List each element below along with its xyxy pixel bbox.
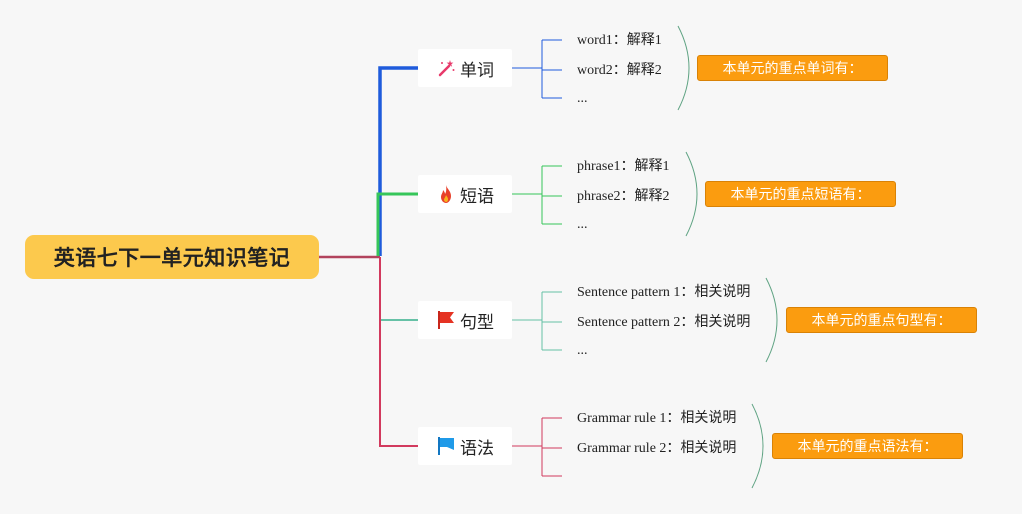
connector-phrases — [376, 192, 418, 256]
branch-phrases-label: 短语 — [460, 186, 494, 207]
magic-wand-icon — [436, 58, 456, 78]
red-flag-icon — [436, 310, 456, 330]
branch-phrases[interactable]: 短语 — [418, 175, 512, 213]
leaf-grammar-2[interactable]: Grammar rule 2：相关说明 — [577, 441, 737, 456]
summary-words[interactable]: 本单元的重点单词有： — [697, 55, 888, 81]
leaf-sentences-1[interactable]: Sentence pattern 1：相关说明 — [577, 285, 751, 300]
leaf-grammar-1[interactable]: Grammar rule 1：相关说明 — [577, 411, 737, 426]
leaf-connector-sentences — [512, 291, 562, 351]
branch-words-label: 单词 — [460, 60, 494, 81]
leaf-phrases-3[interactable]: ... — [577, 217, 588, 232]
summary-bracket-grammar — [751, 403, 764, 489]
fire-icon — [436, 184, 456, 204]
leaf-words-1[interactable]: word1：解释1 — [577, 33, 662, 48]
connector-sentences — [379, 257, 418, 321]
summary-grammar[interactable]: 本单元的重点语法有： — [772, 433, 963, 459]
summary-phrases[interactable]: 本单元的重点短语有： — [705, 181, 896, 207]
leaf-phrases-2[interactable]: phrase2：解释2 — [577, 189, 670, 204]
connector-grammar — [379, 257, 418, 447]
summary-bracket-phrases — [685, 151, 698, 237]
branch-grammar-label: 语法 — [460, 438, 494, 459]
leaf-words-2[interactable]: word2：解释2 — [577, 63, 662, 78]
leaf-connector-grammar — [512, 417, 562, 477]
branch-grammar[interactable]: 语法 — [418, 427, 512, 465]
leaf-connector-phrases — [512, 165, 562, 225]
leaf-sentences-2[interactable]: Sentence pattern 2：相关说明 — [577, 315, 751, 330]
root-title: 英语七下一单元知识笔记 — [53, 246, 291, 270]
leaf-sentences-3[interactable]: ... — [577, 343, 588, 358]
blue-flag-icon — [436, 436, 456, 456]
root-topic[interactable]: 英语七下一单元知识笔记 — [25, 235, 319, 279]
branch-words[interactable]: 单词 — [418, 49, 512, 87]
leaf-connector-words — [512, 39, 562, 99]
connector-words — [378, 66, 418, 256]
summary-bracket-sentences — [765, 277, 778, 363]
leaf-phrases-1[interactable]: phrase1：解释1 — [577, 159, 670, 174]
summary-sentences[interactable]: 本单元的重点句型有： — [786, 307, 977, 333]
leaf-words-3[interactable]: ... — [577, 91, 588, 106]
branch-sentences[interactable]: 句型 — [418, 301, 512, 339]
branch-sentences-label: 句型 — [460, 312, 494, 333]
summary-bracket-words — [677, 25, 690, 111]
